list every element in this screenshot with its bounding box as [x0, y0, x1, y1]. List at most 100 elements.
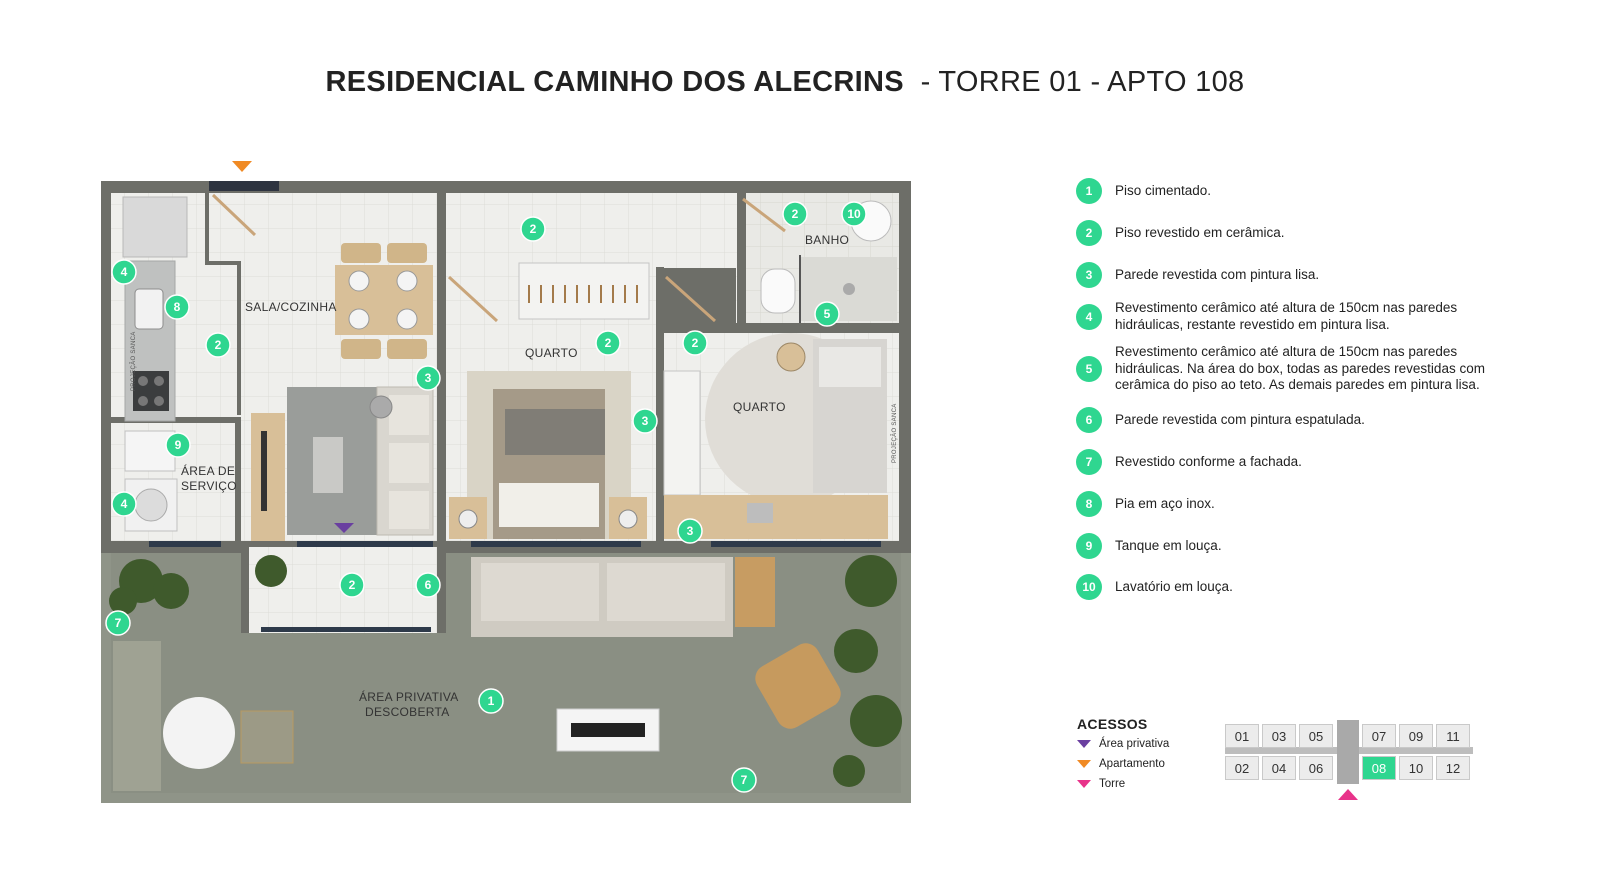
tv-rack: [251, 413, 285, 541]
wall: [736, 323, 899, 333]
svg-text:2: 2: [530, 222, 537, 236]
unit-06: 06: [1299, 756, 1333, 780]
acessos-title: ACESSOS: [1077, 716, 1148, 732]
unit-01: 01: [1225, 724, 1259, 748]
unit-09: 09: [1399, 724, 1433, 748]
unit-08-active: 08: [1362, 756, 1396, 780]
marker: 7: [731, 767, 757, 793]
legend-badge: 5: [1076, 355, 1102, 382]
floor-plan-svg: SALA/COZINHA QUARTO QUARTO BANHO ÁREA DE…: [101, 181, 911, 803]
acesso-item: Torre: [1077, 776, 1217, 792]
rattan-chair: [755, 643, 841, 729]
legend-text: Piso revestido em cerâmica.: [1115, 224, 1285, 240]
legend-badge: 4: [1076, 303, 1102, 330]
svg-text:4: 4: [121, 497, 128, 511]
window: [149, 541, 221, 547]
marker: 3: [632, 408, 658, 434]
tanque: [124, 430, 176, 472]
svg-text:9: 9: [175, 438, 182, 452]
unit-12: 12: [1436, 756, 1470, 780]
legend-item: 1 Piso cimentado.: [1076, 178, 1211, 204]
legend-badge: 2: [1076, 220, 1102, 246]
marker: 3: [677, 518, 703, 544]
legend-item: 7 Revestido conforme a fachada.: [1076, 449, 1302, 475]
torre-entry-arrow: [1338, 789, 1358, 800]
room-label-area-privativa-2: DESCOBERTA: [365, 705, 450, 719]
wood-bench: [735, 557, 775, 627]
legend-badge: 1: [1076, 178, 1102, 204]
acesso-item: Apartamento: [1077, 756, 1217, 772]
legend-item: 5 Revestimento cerâmico até altura de 15…: [1076, 344, 1516, 394]
projecao-sanca-label: PROJEÇÃO SANCA: [891, 403, 898, 463]
stove: [133, 371, 169, 411]
title-rest: - TORRE 01 - APTO 108: [920, 66, 1245, 98]
marker: 9: [165, 432, 191, 458]
svg-text:2: 2: [349, 578, 356, 592]
area-privativa-access-arrow: [334, 523, 354, 533]
legend-text: Lavatório em louça.: [1115, 578, 1233, 594]
marker: 2: [339, 572, 365, 598]
legend-text: Pia em aço inox.: [1115, 495, 1215, 511]
svg-text:2: 2: [215, 338, 222, 352]
legend-text: Parede revestida com pintura lisa.: [1115, 266, 1320, 282]
svg-text:3: 3: [425, 371, 432, 385]
unit-10: 10: [1399, 756, 1433, 780]
tower-core: [1337, 720, 1359, 784]
room-label-sala: SALA/COZINHA: [245, 300, 337, 314]
legend-badge: 3: [1076, 262, 1102, 288]
area-privativa-triangle-icon: [1077, 740, 1091, 748]
room-label-banho: BANHO: [805, 233, 849, 247]
marker: 3: [415, 365, 441, 391]
unit-11: 11: [1436, 724, 1470, 748]
legend-item: 8 Pia em aço inox.: [1076, 491, 1215, 517]
svg-text:10: 10: [847, 207, 861, 221]
round-table: [163, 697, 235, 769]
marker: 6: [415, 572, 441, 598]
legend-text: Revestido conforme a fachada.: [1115, 453, 1302, 469]
acesso-item: Área privativa: [1077, 736, 1217, 752]
acesso-label: Apartamento: [1099, 758, 1165, 770]
apartment-entry-arrow: [232, 161, 252, 172]
wall: [656, 267, 664, 547]
floor-plan: SALA/COZINHA QUARTO QUARTO BANHO ÁREA DE…: [101, 181, 911, 803]
acesso-label: Área privativa: [1099, 738, 1170, 750]
window: [471, 541, 641, 547]
coffee-table: [313, 437, 343, 493]
wall: [437, 267, 446, 547]
marker: 2: [595, 330, 621, 356]
svg-text:2: 2: [605, 336, 612, 350]
legend-text: Tanque em louça.: [1115, 537, 1222, 553]
marker: 8: [164, 294, 190, 320]
plants: [109, 555, 902, 787]
legend-badge: 6: [1076, 407, 1102, 433]
svg-text:3: 3: [642, 414, 649, 428]
window: [297, 541, 433, 547]
window: [711, 541, 881, 547]
marker: 2: [520, 216, 546, 242]
wardrobe-2: [663, 370, 701, 496]
window: [209, 181, 279, 191]
legend-text: Revestimento cerâmico até altura de 150c…: [1115, 300, 1458, 332]
unit-03: 03: [1262, 724, 1296, 748]
unit-02: 02: [1225, 756, 1259, 780]
torre-triangle-icon: [1077, 780, 1091, 788]
room-label-area-privativa-1: ÁREA PRIVATIVA: [359, 689, 459, 704]
unit-04: 04: [1262, 756, 1296, 780]
marker: 10: [841, 201, 867, 227]
svg-text:3: 3: [687, 524, 694, 538]
svg-text:7: 7: [115, 616, 122, 630]
acessos-legend: ACESSOS Área privativa Apartamento Torre: [1077, 716, 1217, 792]
marker: 4: [111, 259, 137, 285]
dining-table: [335, 265, 433, 335]
marker: 1: [478, 688, 504, 714]
svg-text:1: 1: [488, 694, 495, 708]
marker: 5: [814, 301, 840, 327]
legend-item: 6 Parede revestida com pintura espatulad…: [1076, 407, 1365, 433]
room-label-quarto-2: QUARTO: [733, 400, 786, 414]
fridge: [122, 196, 188, 258]
tower-key-map: 01 03 05 07 09 11 02 04 06 08 10 12: [1225, 720, 1473, 800]
svg-text:2: 2: [692, 336, 699, 350]
svg-text:5: 5: [824, 307, 831, 321]
svg-text:8: 8: [174, 300, 181, 314]
wardrobe: [518, 262, 650, 320]
